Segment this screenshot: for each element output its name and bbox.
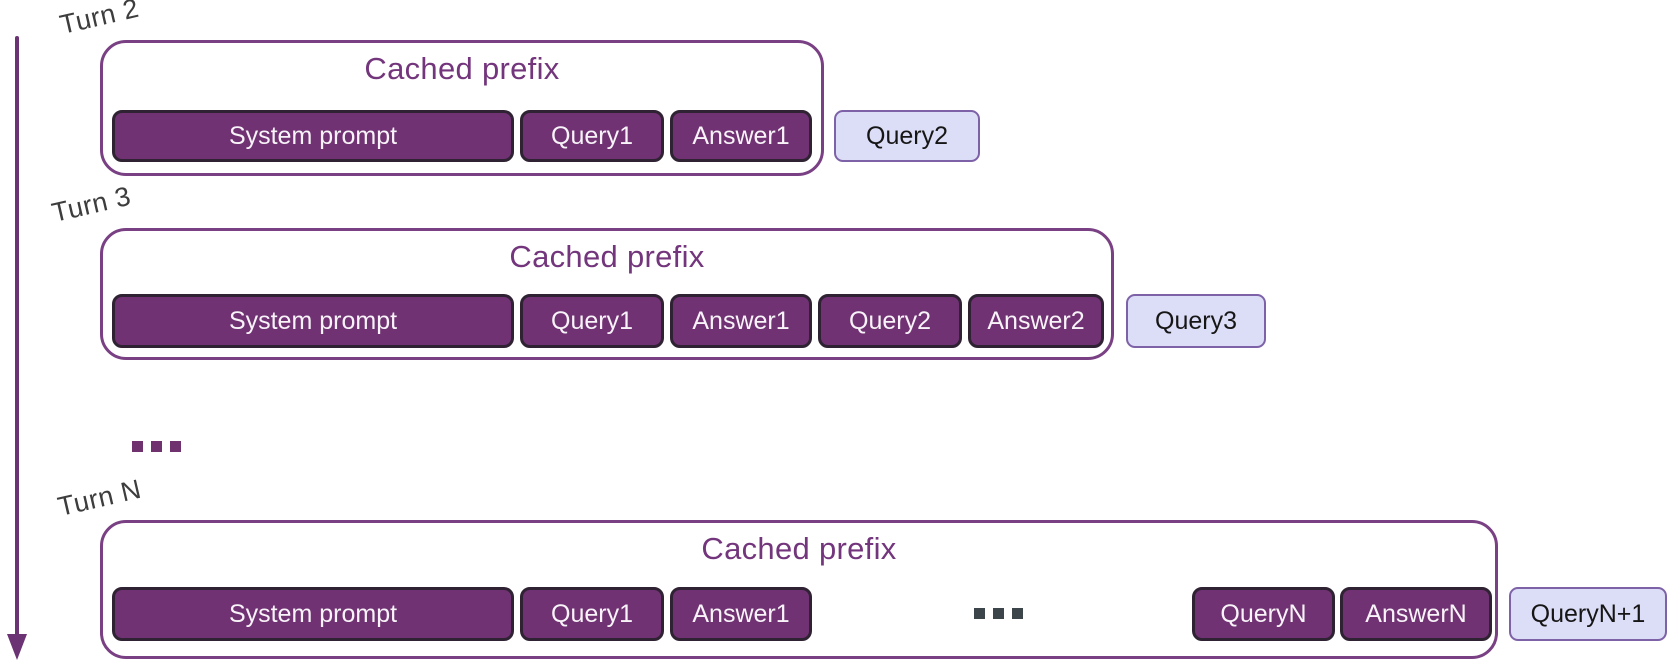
- new-query-chip-queryN1: QueryN+1: [1509, 587, 1667, 641]
- cached-prefix-title: Cached prefix: [701, 531, 897, 566]
- new-query-chip-query2: Query2: [834, 110, 980, 162]
- ellipsis-dot: [132, 441, 143, 452]
- cached-prefix-title: Cached prefix: [364, 51, 560, 86]
- ellipsis-dot: [974, 608, 985, 619]
- token-chip-answer1: Answer1: [670, 110, 812, 162]
- token-chip-system-prompt: System prompt: [112, 110, 514, 162]
- token-chip-answer1: Answer1: [670, 294, 812, 348]
- more-tokens-ellipsis: ...: [974, 608, 1023, 619]
- cached-prefix-title: Cached prefix: [509, 239, 705, 274]
- more-turns-ellipsis: ...: [132, 441, 181, 452]
- turn-label-n: Turn N: [55, 473, 145, 523]
- ellipsis-dot: [993, 608, 1004, 619]
- turn-label-2: Turn 2: [57, 0, 142, 41]
- token-chip-system-prompt: System prompt: [112, 294, 514, 348]
- token-chip-query1: Query1: [520, 587, 664, 641]
- token-chip-answer1: Answer1: [670, 587, 812, 641]
- arrow-head-icon: [7, 634, 27, 660]
- token-chip-query1: Query1: [520, 294, 664, 348]
- token-chip-answerN: AnswerN: [1340, 587, 1492, 641]
- ellipsis-dot: [170, 441, 181, 452]
- turn-label-3: Turn 3: [49, 180, 134, 229]
- token-chip-query1: Query1: [520, 110, 664, 162]
- token-chip-query2: Query2: [818, 294, 962, 348]
- token-chip-system-prompt: System prompt: [112, 587, 514, 641]
- new-query-chip-query3: Query3: [1126, 294, 1266, 348]
- token-chip-queryN: QueryN: [1192, 587, 1335, 641]
- arrow-line: [15, 36, 19, 636]
- ellipsis-dot: [151, 441, 162, 452]
- ellipsis-dot: [1012, 608, 1023, 619]
- token-chip-answer2: Answer2: [968, 294, 1104, 348]
